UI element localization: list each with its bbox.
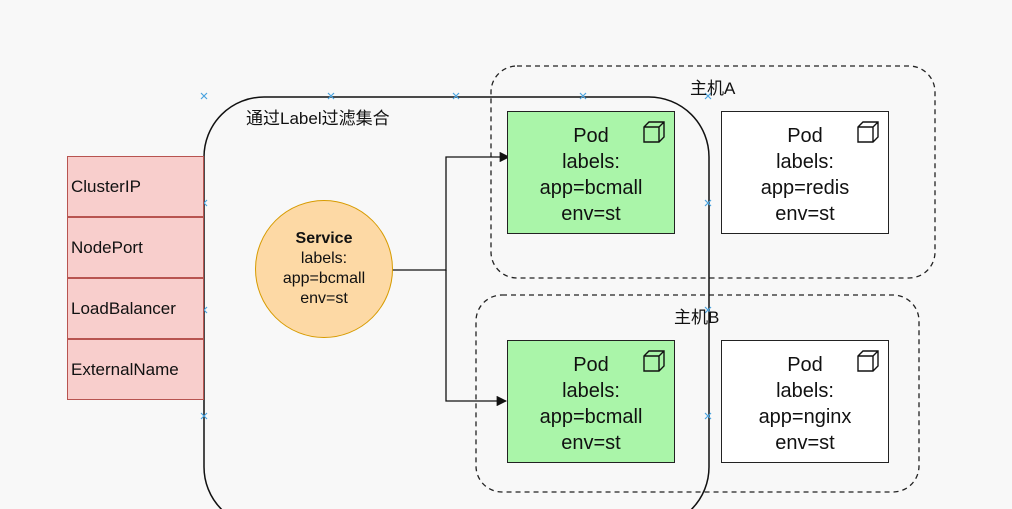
service-env-label: env=st (300, 290, 348, 307)
service-type-label: ExternalName (71, 359, 179, 379)
cross-marker-icons (200, 92, 712, 420)
pod-labels-title: labels: (562, 151, 620, 173)
filter-region-label: 通过Label过滤集合 (246, 109, 390, 128)
service-node: Service labels: app=bcmall env=st (255, 200, 393, 338)
host-b-label: 主机B (674, 308, 720, 327)
cube-icon (643, 350, 665, 372)
pod-env-label: env=st (775, 203, 835, 225)
pod-title: Pod (787, 125, 823, 147)
pod-app-label: app=bcmall (539, 177, 643, 199)
pod-labels-title: labels: (776, 380, 834, 402)
service-type-label: LoadBalancer (71, 298, 176, 318)
host-a-label: 主机A (690, 79, 736, 98)
service-type-label: ClusterIP (71, 176, 141, 196)
service-to-pod-bottom-connector (445, 270, 508, 407)
service-type-loadbalancer: LoadBalancer (67, 278, 204, 339)
pod-app-label: app=bcmall (539, 406, 643, 428)
pod-card-host-a-redis: Pod labels: app=redis env=st (721, 111, 889, 234)
service-labels-title: labels: (300, 250, 348, 267)
pod-app-label: app=redis (760, 177, 850, 199)
pod-card-host-b-nginx: Pod labels: app=nginx env=st (721, 340, 889, 463)
pod-labels-title: labels: (562, 380, 620, 402)
service-type-nodeport: NodePort (67, 217, 204, 278)
pod-env-label: env=st (561, 432, 621, 454)
service-type-clusterip: ClusterIP (67, 156, 204, 217)
pod-title: Pod (787, 354, 823, 376)
pod-env-label: env=st (775, 432, 835, 454)
cube-icon (857, 121, 879, 143)
pod-env-label: env=st (561, 203, 621, 225)
service-to-pod-top-connector (392, 151, 511, 271)
service-title: Service (295, 230, 353, 247)
host-b-group (475, 294, 920, 493)
pod-card-host-a-bcmall: Pod labels: app=bcmall env=st (507, 111, 675, 234)
pod-card-host-b-bcmall: Pod labels: app=bcmall env=st (507, 340, 675, 463)
host-a-group (490, 65, 936, 279)
cube-icon (857, 350, 879, 372)
cube-icon (643, 121, 665, 143)
pod-title: Pod (573, 354, 609, 376)
pod-labels-title: labels: (776, 151, 834, 173)
service-type-label: NodePort (71, 237, 143, 257)
pod-app-label: app=nginx (758, 406, 852, 428)
service-type-externalname: ExternalName (67, 339, 204, 400)
service-app-label: app=bcmall (282, 270, 366, 287)
pod-title: Pod (573, 125, 609, 147)
